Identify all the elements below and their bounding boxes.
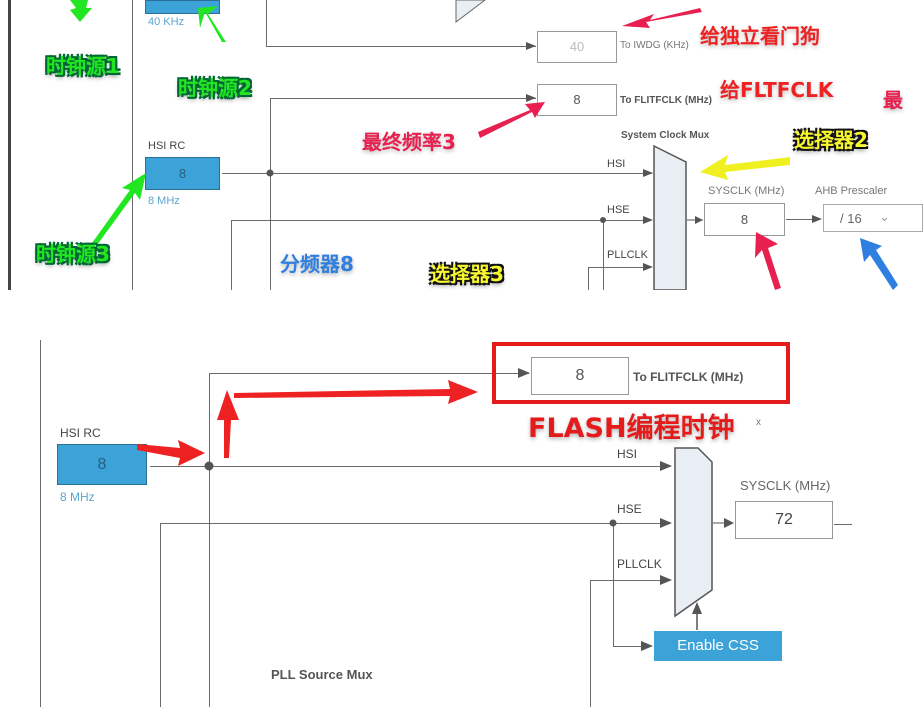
lsi-rc-freq: 40 KHz [148, 16, 185, 28]
annotation-clock-source-3: 时钟源3 [36, 242, 110, 266]
red-arrow-icon [234, 380, 478, 404]
wire [231, 220, 232, 290]
wire [603, 220, 604, 290]
annotation-to-iwdg: 给独立看门狗 [700, 24, 820, 48]
annotation-clock-source-2: 时钟源2 [178, 76, 252, 100]
arrowhead [695, 216, 703, 224]
wire-hse [231, 220, 651, 221]
arrowhead [812, 215, 822, 223]
hsi-rc-title: HSI RC [60, 426, 101, 440]
annotation-divider-8: 分频器8 [280, 252, 354, 276]
arrowhead [643, 169, 653, 177]
top-diagram-overlay [70, 0, 898, 290]
mux-input-pllclk-label: PLLCLK [607, 249, 648, 261]
annotation-flash-clock: FLASH编程时钟 [528, 413, 735, 444]
system-clock-mux-shape [653, 144, 687, 290]
wire [160, 523, 161, 707]
divider-line [40, 340, 41, 707]
iwdg-value-box[interactable]: 40 [537, 31, 617, 63]
mux-input-hsi-label: HSI [607, 158, 626, 170]
pll-source-mux-title: PLL Source Mux [271, 667, 373, 682]
junction-dot [266, 169, 274, 177]
mux-input-pllclk-label: PLLCLK [617, 557, 662, 571]
blue-arrow-icon [860, 238, 898, 290]
wire [209, 373, 210, 707]
iwdg-label: To IWDG (KHz) [620, 40, 689, 51]
arrowhead [526, 42, 536, 50]
top-clock-diagram: 40 KHz 40 To IWDG (KHz) 8 To FLITFCLK (M… [0, 0, 923, 290]
flitfclk-label: To FLITFCLK (MHz) [633, 370, 744, 384]
wire [588, 267, 589, 290]
hsi-rc-title: HSI RC [148, 140, 186, 152]
sysclk-value-box[interactable]: 8 [704, 203, 785, 236]
wire-pllclk [590, 580, 670, 581]
arrowhead [643, 263, 653, 271]
wire [590, 580, 591, 707]
wire [786, 219, 816, 220]
mux-radio-hse[interactable] [681, 513, 700, 532]
flitfclk-value-box[interactable]: 8 [531, 357, 629, 395]
system-clock-mux-title: System Clock Mux [621, 130, 710, 141]
hsi-rc-freq: 8 MHz [148, 195, 180, 207]
wire [834, 524, 852, 525]
sysclk-label: SYSCLK (MHz) [708, 185, 785, 197]
hsi-rc-box[interactable]: 8 [57, 444, 147, 485]
flitfclk-label: To FLITFCLK (MHz) [620, 95, 713, 106]
annotation-to-fltfclk: 给FLTFCLK [720, 78, 834, 102]
wire-pllclk [588, 267, 651, 268]
wire [613, 523, 614, 646]
annotation-final-freq-3: 最终频率3 [362, 130, 456, 154]
green-arrow-icon [92, 173, 146, 245]
hsi-rc-freq: 8 MHz [60, 490, 95, 504]
wire [270, 98, 271, 290]
arrowhead [643, 216, 653, 224]
chevron-down-icon[interactable]: ⌄ [879, 209, 890, 224]
enable-css-button[interactable]: Enable CSS [654, 631, 782, 661]
annotation-cut-text: 最 [883, 88, 903, 112]
mux-radio-hsi[interactable] [681, 457, 700, 476]
mux-radio-pllclk[interactable] [681, 570, 700, 589]
yellow-arrow-icon [700, 155, 790, 180]
pink-arrow-icon [622, 8, 702, 28]
annotation-selector-3: 选择器3 [430, 262, 504, 286]
panel-border [8, 0, 11, 290]
wire-hsi [150, 466, 670, 467]
arrowhead [724, 518, 734, 528]
iwdg-mux-shape [455, 0, 486, 24]
highlight-frame [492, 342, 790, 404]
arrowhead [692, 602, 702, 614]
annotation-selector-2: 选择器2 [794, 128, 868, 152]
ahb-prescaler-label: AHB Prescaler [815, 185, 888, 197]
red-arrow-icon [217, 390, 239, 458]
green-arrow-icon [198, 6, 226, 42]
sysclk-label: SYSCLK (MHz) [740, 478, 831, 493]
wire [613, 646, 643, 647]
pink-arrow-icon [478, 102, 545, 138]
wire [270, 98, 536, 99]
annotation-clock-source-1: 时钟源1 [46, 54, 120, 78]
mux-input-hse-label: HSE [607, 204, 630, 216]
ahb-prescaler-value: / 16 [840, 211, 862, 226]
divider-line [132, 0, 133, 290]
red-arrow-icon [137, 440, 205, 466]
mux-input-hsi-label: HSI [617, 447, 638, 461]
mux-input-hse-label: HSE [617, 502, 642, 516]
wire [266, 0, 267, 47]
hsi-rc-box[interactable]: 8 [145, 157, 220, 190]
arrowhead [526, 94, 536, 102]
flitfclk-value-box[interactable]: 8 [537, 84, 617, 116]
pink-arrow-icon [755, 232, 781, 290]
ahb-prescaler-select[interactable]: / 16 ⌄ [823, 204, 923, 232]
wire-hse [160, 523, 670, 524]
wire [266, 46, 536, 47]
mux-title-fragment: x [756, 417, 761, 428]
sysclk-value-box[interactable]: 72 [735, 501, 833, 539]
green-arrow-icon [70, 0, 92, 22]
wire-hsi [222, 173, 652, 174]
bottom-clock-diagram: 8 To FLITFCLK (MHz) HSI RC 8 8 MHz HSI H… [0, 330, 923, 707]
junction-dot [600, 217, 606, 223]
wire [209, 373, 529, 374]
